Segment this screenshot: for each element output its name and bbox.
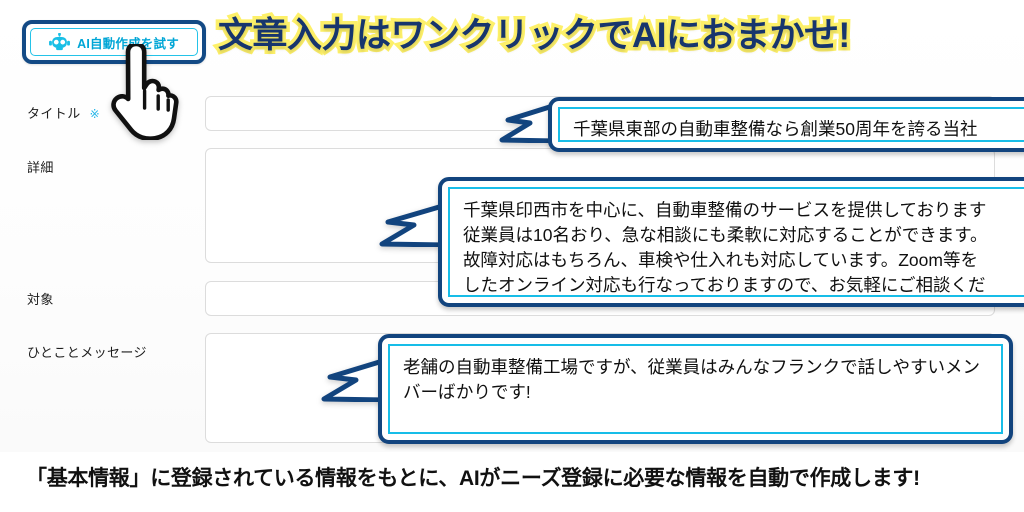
callout-title-inner: 千葉県東部の自動車整備なら創業50周年を誇る当社 [558, 107, 1024, 142]
callout-message: 老舗の自動車整備工場ですが、従業員はみんなフランクで話しやすいメン バーばかりで… [378, 334, 1013, 444]
callout-message-text: 老舗の自動車整備工場ですが、従業員はみんなフランクで話しやすいメン バーばかりで… [403, 357, 980, 402]
callout-detail-inner: 千葉県印西市を中心に、自動車整備のサービスを提供しております 従業員は10名おり… [448, 187, 1024, 297]
field-label-title: タイトル ※ [27, 103, 100, 122]
callout-detail: 千葉県印西市を中心に、自動車整備のサービスを提供しております 従業員は10名おり… [438, 177, 1024, 307]
ai-auto-generate-button[interactable]: AI自動作成を試す [22, 20, 206, 64]
field-label-target: 対象 [27, 289, 54, 308]
callout-title-text: 千葉県東部の自動車整備なら創業50周年を誇る当社 [573, 119, 978, 139]
robot-icon [49, 32, 71, 50]
ai-auto-generate-button-inner[interactable]: AI自動作成を試す [30, 28, 198, 56]
required-mark-icon: ※ [89, 107, 101, 121]
headline: 文章入力はワンクリックでAIにおまかせ! [215, 13, 854, 59]
callout-title: 千葉県東部の自動車整備なら創業50周年を誇る当社 [548, 97, 1024, 152]
ai-auto-generate-button-label: AI自動作成を試す [77, 36, 179, 51]
field-label-detail: 詳細 [27, 157, 54, 176]
field-label-title-text: タイトル [27, 106, 81, 121]
field-label-target-text: 対象 [27, 292, 54, 307]
field-label-message-text: ひとことメッセージ [27, 345, 147, 360]
callout-detail-text: 千葉県印西市を中心に、自動車整備のサービスを提供しております 従業員は10名おり… [463, 200, 988, 295]
field-label-detail-text: 詳細 [27, 160, 54, 175]
field-label-message: ひとことメッセージ [27, 342, 147, 361]
callout-message-inner: 老舗の自動車整備工場ですが、従業員はみんなフランクで話しやすいメン バーばかりで… [388, 344, 1003, 434]
bottom-caption: 「基本情報」に登録されている情報をもとに、AIがニーズ登録に必要な情報を自動で作… [26, 467, 920, 490]
